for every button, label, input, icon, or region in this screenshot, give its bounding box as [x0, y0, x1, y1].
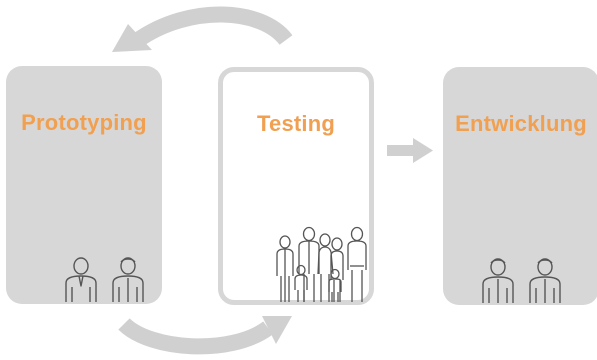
stage-testing: Testing: [218, 67, 374, 305]
stage-title-prototyping: Prototyping: [21, 110, 147, 135]
two-people-icon: [65, 257, 144, 302]
group-of-people-icon: [276, 226, 367, 302]
stage-title-testing: Testing: [257, 111, 335, 136]
arrow-right-icon: [387, 138, 433, 163]
curved-arrow-left-icon: [112, 6, 293, 52]
two-people-icon: [482, 258, 561, 303]
curved-arrow-right-icon: [118, 316, 292, 355]
stage-title-entwicklung: Entwicklung: [455, 111, 587, 136]
stage-prototyping: Prototyping: [6, 66, 162, 304]
stage-entwicklung: Entwicklung: [443, 67, 597, 305]
